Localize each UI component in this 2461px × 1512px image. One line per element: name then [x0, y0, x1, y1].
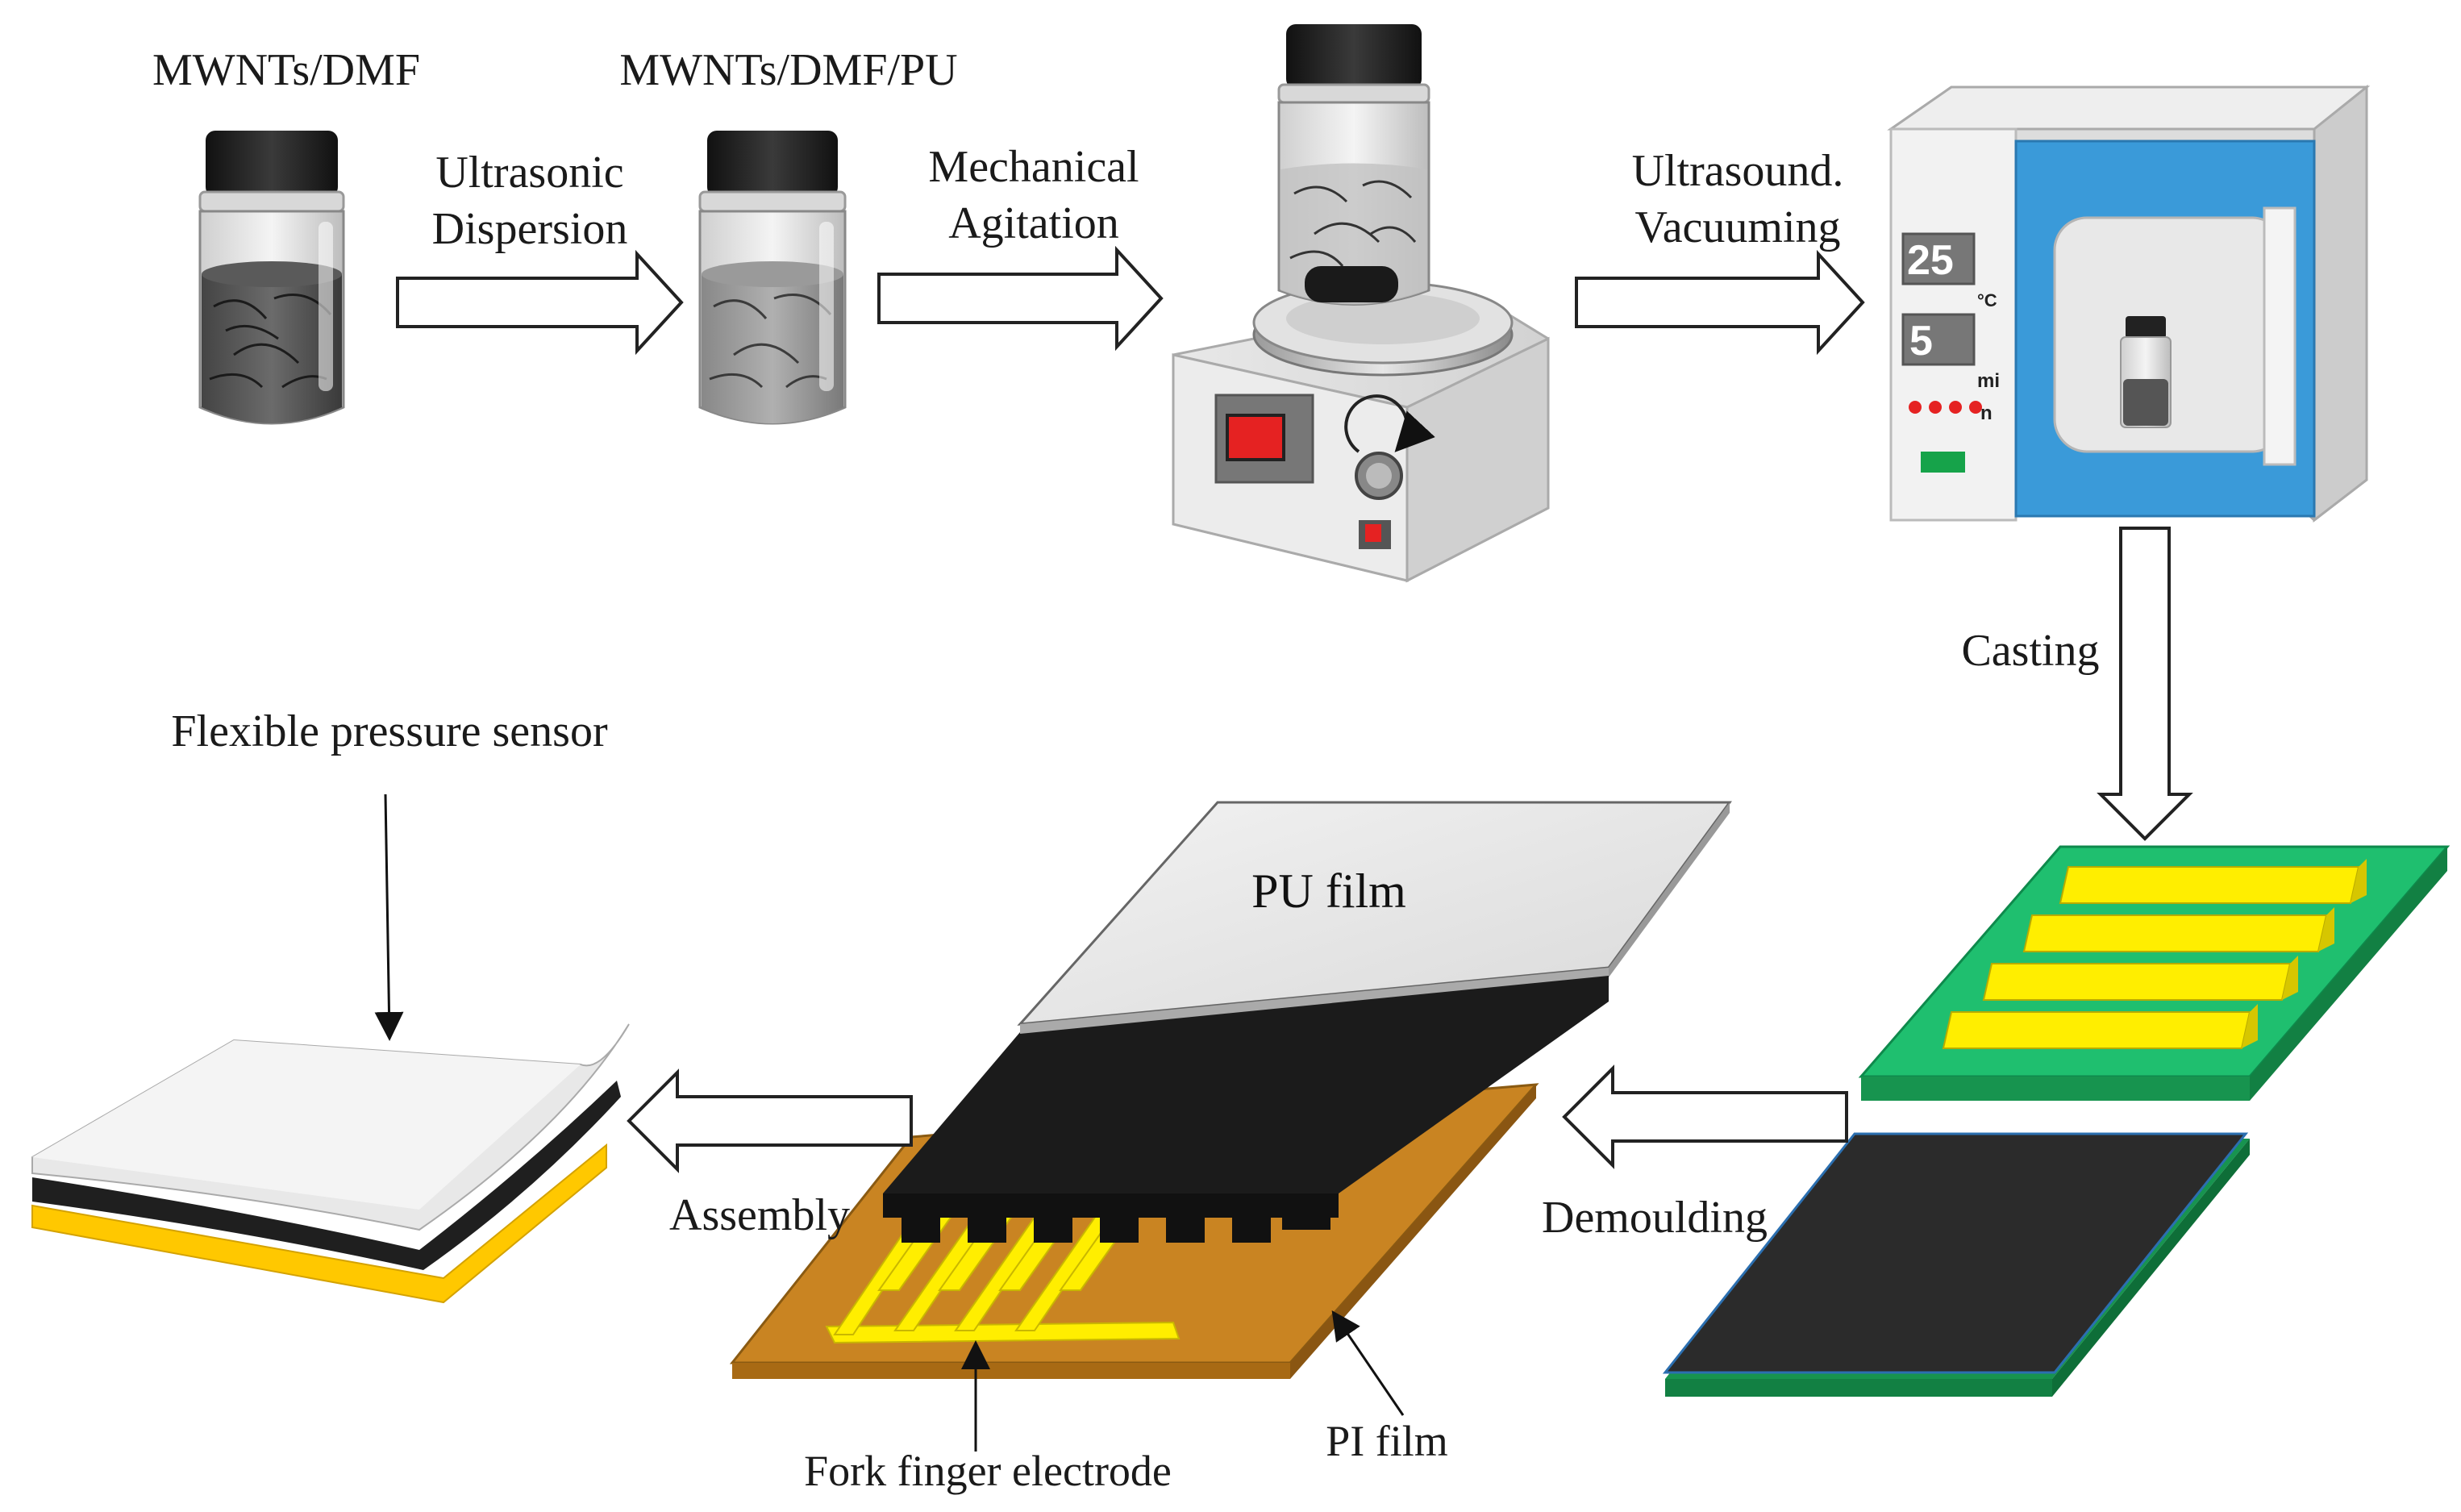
label-pi-film: PI film [1326, 1417, 1448, 1465]
label-dispersion: Dispersion [432, 204, 628, 254]
label-agitation: Agitation [948, 198, 1119, 248]
label-vacuuming: Vacuuming [1634, 202, 1840, 252]
process-arrow-down [2097, 527, 2193, 841]
pointer-pi-film [1331, 1310, 1405, 1416]
sensor-layers [729, 801, 1732, 1379]
label-mechanical: Mechanical [928, 142, 1139, 192]
pointer-sensor [374, 793, 404, 1041]
process-arrow-left [1562, 1064, 1848, 1169]
jar-on-stirrer [1277, 24, 1430, 306]
oven-time-display: 5 [1909, 318, 1933, 364]
demoulded-film [1662, 1132, 2250, 1397]
label-pu-film: PU film [1251, 864, 1406, 918]
process-arrow [396, 249, 684, 356]
process-arrow-left [627, 1068, 913, 1173]
jar-mwnts-dmf [198, 131, 345, 425]
label-demoulding: Demoulding [1542, 1193, 1768, 1243]
label-assembly: Assembly [669, 1190, 850, 1240]
label-ultrasound: Ultrasound. [1632, 146, 1844, 196]
oven-time-unit-2: n [1980, 402, 1993, 424]
oven-temperature-unit: °C [1977, 290, 1997, 310]
label-mwnts-dmf: MWNTs/DMF [152, 45, 420, 95]
magnetic-stirrer [1172, 281, 1550, 583]
label-flexible-sensor: Flexible pressure sensor [171, 706, 608, 756]
label-ultrasonic: Ultrasonic [435, 148, 623, 198]
green-mold [1858, 845, 2451, 1101]
vacuum-oven [1887, 84, 2371, 523]
label-casting: Casting [1961, 626, 2099, 676]
process-arrow [877, 245, 1164, 352]
process-arrow [1575, 249, 1865, 356]
jar-mwnts-dmf-pu [698, 131, 847, 425]
oven-temperature-display: 25 [1907, 237, 1954, 284]
oven-time-unit: mi [1977, 370, 2000, 392]
label-mwnts-dmf-pu: MWNTs/DMF/PU [619, 45, 957, 95]
flexible-pressure-sensor [31, 1023, 630, 1304]
label-fork-electrode: Fork finger electrode [804, 1447, 1172, 1495]
